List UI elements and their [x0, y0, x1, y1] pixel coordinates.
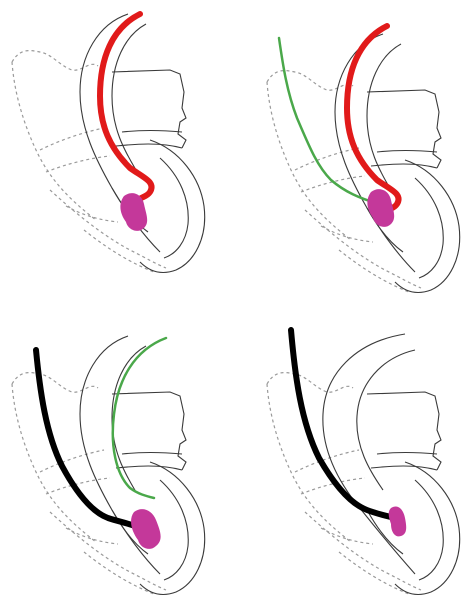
- panel-top-left: [12, 14, 205, 272]
- green-path: [113, 338, 166, 498]
- green-path: [279, 38, 379, 204]
- magenta-blob: [389, 506, 407, 536]
- red-path: [100, 14, 152, 202]
- panel-bottom-left: [12, 336, 205, 594]
- panel-top-right: [267, 26, 460, 292]
- black-path: [291, 330, 395, 518]
- panel-bottom-right: [267, 330, 460, 594]
- magenta-blob: [367, 189, 394, 227]
